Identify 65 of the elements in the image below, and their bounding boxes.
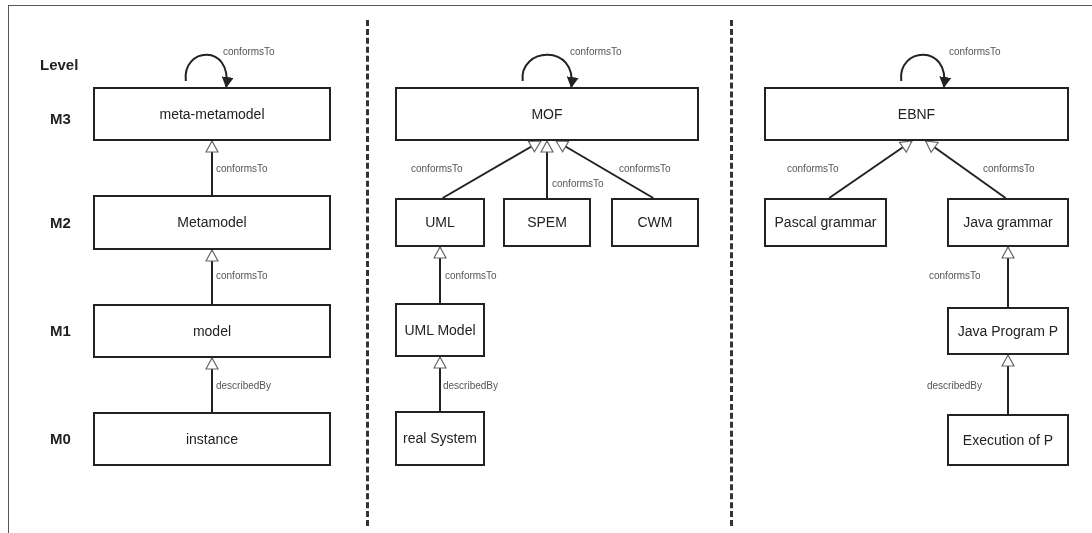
edge-label: conformsTo bbox=[216, 270, 268, 281]
edge-label: conformsTo bbox=[552, 178, 604, 189]
arrow bbox=[433, 356, 447, 412]
edge-label: conformsTo bbox=[929, 270, 981, 281]
box-label: real System bbox=[402, 429, 478, 448]
arrow bbox=[205, 249, 219, 305]
self-loop-arrow bbox=[184, 53, 233, 88]
level-label: M1 bbox=[50, 322, 71, 339]
model-box bbox=[947, 198, 1069, 247]
box-label: EBNF bbox=[896, 104, 937, 124]
box-label: model bbox=[191, 321, 233, 341]
model-box bbox=[503, 198, 591, 247]
level-label: M0 bbox=[50, 430, 71, 447]
box-label: instance bbox=[184, 429, 240, 449]
box-label: CWM bbox=[636, 213, 674, 232]
box-label: Execution of P bbox=[961, 430, 1055, 450]
arrow bbox=[441, 140, 542, 199]
box-label: MOF bbox=[530, 104, 564, 124]
arrow bbox=[555, 140, 655, 199]
arrow bbox=[924, 140, 1007, 199]
self-loop-arrow bbox=[900, 53, 951, 88]
model-box bbox=[93, 304, 331, 358]
box-label: SPEM bbox=[526, 213, 568, 232]
arrow bbox=[1001, 246, 1015, 308]
model-box bbox=[395, 87, 699, 141]
arrow bbox=[205, 140, 219, 196]
model-box bbox=[395, 411, 485, 466]
edge-label: conformsTo bbox=[216, 163, 268, 174]
edge-label: conformsTo bbox=[570, 46, 622, 57]
edge-label: conformsTo bbox=[223, 46, 275, 57]
arrow bbox=[540, 140, 554, 199]
arrow bbox=[828, 140, 913, 199]
model-box bbox=[611, 198, 699, 247]
model-box bbox=[93, 87, 331, 141]
level-label: M3 bbox=[50, 110, 71, 127]
box-label: Metamodel bbox=[176, 213, 248, 232]
model-box bbox=[947, 307, 1069, 355]
model-box bbox=[764, 198, 887, 247]
edge-label: conformsTo bbox=[787, 163, 839, 174]
model-box bbox=[395, 303, 485, 357]
edge-label: conformsTo bbox=[949, 46, 1001, 57]
edge-label: describedBy bbox=[443, 380, 499, 391]
model-box bbox=[93, 195, 331, 250]
box-label: UML Model bbox=[403, 320, 477, 340]
box-label: meta-metamodel bbox=[158, 104, 266, 124]
box-label: Pascal grammar bbox=[773, 213, 878, 232]
edge-label: describedBy bbox=[216, 380, 272, 391]
edge-label: conformsTo bbox=[411, 163, 463, 174]
level-label: Level bbox=[40, 56, 79, 73]
model-box bbox=[947, 414, 1069, 466]
model-box bbox=[764, 87, 1069, 141]
model-box bbox=[395, 198, 485, 247]
arrow bbox=[1001, 354, 1015, 415]
edge-label: conformsTo bbox=[619, 163, 671, 174]
edge-label: describedBy bbox=[927, 380, 983, 391]
edge-label: conformsTo bbox=[445, 270, 497, 281]
level-label: M2 bbox=[50, 214, 71, 231]
box-label: Java grammar bbox=[962, 213, 1054, 232]
model-box bbox=[93, 412, 331, 466]
box-label: Java Program P bbox=[956, 321, 1060, 341]
arrow bbox=[433, 246, 447, 304]
self-loop-arrow bbox=[521, 53, 578, 88]
edge-label: conformsTo bbox=[983, 163, 1035, 174]
arrow bbox=[205, 357, 219, 413]
box-label: UML bbox=[424, 213, 456, 232]
